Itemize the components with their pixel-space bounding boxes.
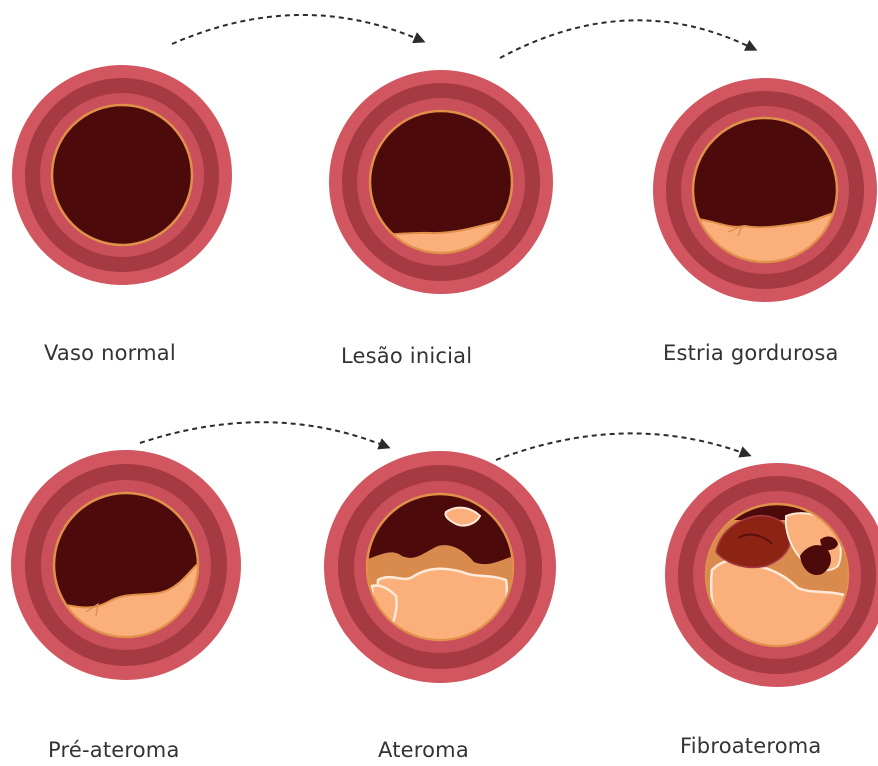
vessel-normal (12, 65, 232, 285)
stage-label-preatheroma: Pré-ateroma (48, 738, 180, 762)
vessel-preatheroma (11, 450, 241, 680)
vessel-fibroatheroma (665, 463, 878, 687)
progression-arrow-4 (496, 433, 746, 460)
vessel-fatty-streak (653, 78, 877, 302)
stage-label-atheroma: Ateroma (378, 738, 469, 762)
stage-label-normal: Vaso normal (44, 341, 176, 365)
progression-arrow-3 (140, 422, 385, 446)
stage-label-fatty-streak: Estria gordurosa (663, 341, 839, 365)
progression-arrow-1 (172, 15, 420, 44)
vessel-atheroma (324, 451, 556, 683)
progression-arrow-2 (500, 20, 752, 58)
stage-label-initial-lesion: Lesão inicial (341, 344, 472, 368)
stage-label-fibroatheroma: Fibroateroma (680, 734, 822, 758)
vessel-initial-lesion (329, 70, 553, 294)
